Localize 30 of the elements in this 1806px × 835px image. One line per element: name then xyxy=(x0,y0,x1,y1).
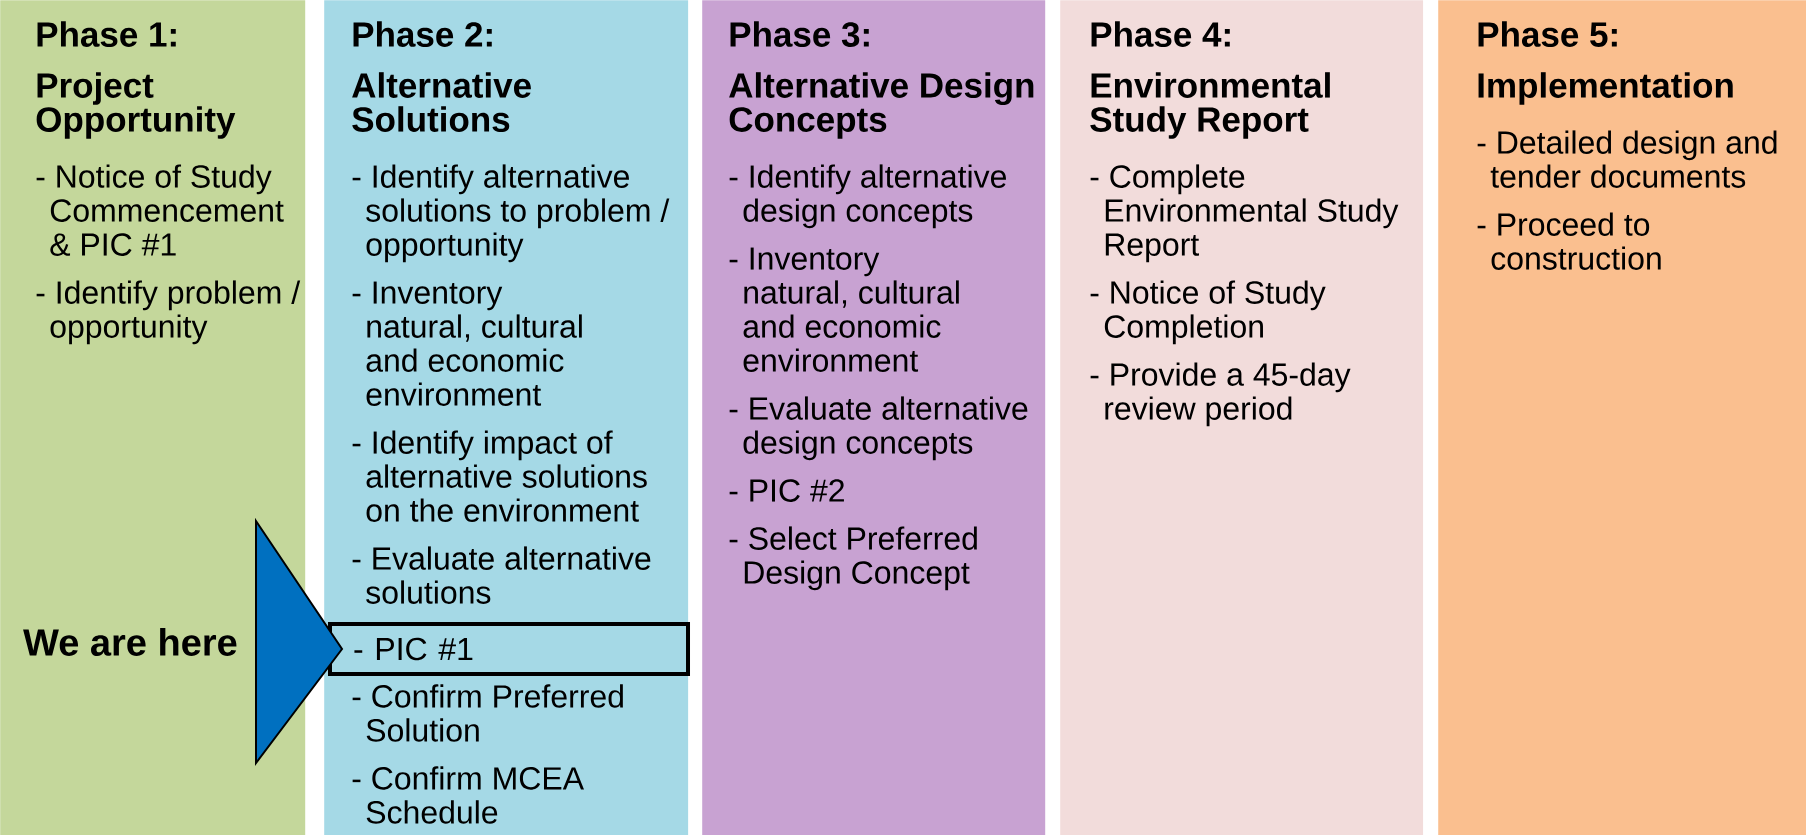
bullet-item: - Notice of Study Completion xyxy=(1090,280,1326,345)
bullet-item: - Identify alternative solutions to problem / opportunity xyxy=(352,164,670,263)
bullet-item: - Provide a 45-day review period xyxy=(1090,362,1351,427)
bullet-item: - Identify alternative design concepts xyxy=(729,164,1006,229)
phase-label: Phase 4: xyxy=(1091,21,1230,47)
highlight-box: - PIC #1 xyxy=(328,622,690,676)
phase-title: Alternative Solutions xyxy=(352,72,531,132)
bullet-item: - Complete Environmental Study Report xyxy=(1090,164,1399,263)
bullet-item: - Select Preferred Design Concept xyxy=(729,526,977,591)
bullet-item: - Evaluate alternative design concepts xyxy=(729,396,1028,461)
bullet-item: - PIC #2 xyxy=(729,479,844,502)
phase-label: Phase 3: xyxy=(730,21,869,47)
phase-label: Phase 5: xyxy=(1478,21,1617,47)
bullet-item: - Detailed design and tender documents xyxy=(1477,130,1777,188)
phase-label: Phase 1: xyxy=(37,21,176,47)
bullet-item: - Notice of Study Commencement & PIC #1 xyxy=(36,164,284,256)
bullet-item: - Identify impact of alternative solutions on the environment xyxy=(352,430,647,522)
location-label: We are here xyxy=(23,628,237,656)
bullet-item: - Proceed to construction xyxy=(1477,212,1661,270)
bullet-item: - Confirm MCEA Schedule xyxy=(352,766,584,824)
bullet-item: - Inventory natural, cultural and economic environment xyxy=(729,247,959,372)
phase-title: Implementation xyxy=(1478,72,1733,105)
phase-title: Environmental Study Report xyxy=(1090,72,1330,139)
phase-label: Phase 2: xyxy=(353,21,492,47)
phase-title: Alternative Design Concepts xyxy=(729,72,1034,139)
bullet-item: - Evaluate alternative solutions xyxy=(352,546,651,604)
bullet-item: - Confirm Preferred Solution xyxy=(352,684,623,742)
phase-title: Project Opportunity xyxy=(36,72,236,139)
bullet-item: - Identify problem / opportunity xyxy=(36,280,301,345)
bullet-item: - Inventory natural, cultural and economic environment xyxy=(352,281,582,406)
